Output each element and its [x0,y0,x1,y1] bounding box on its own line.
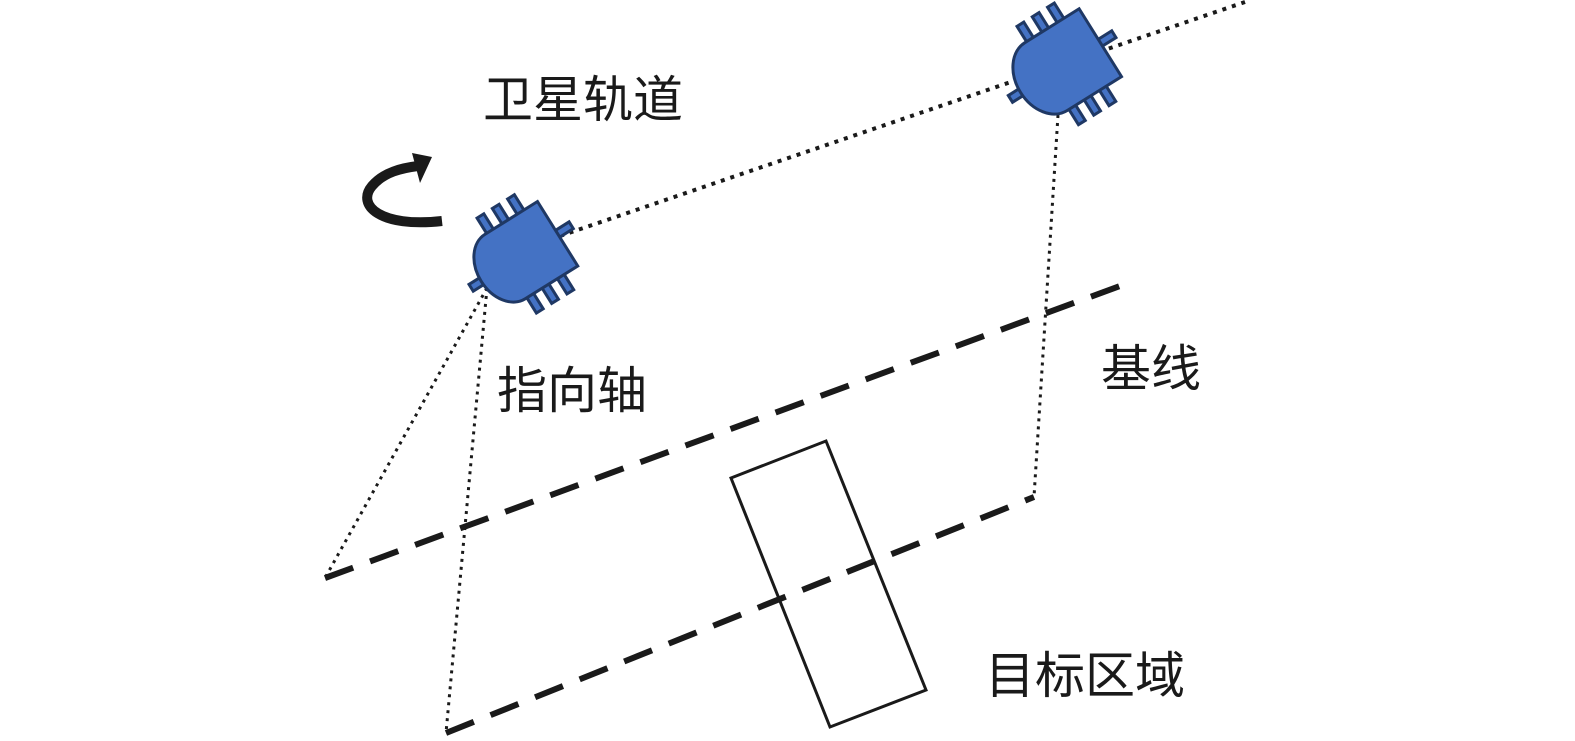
baseline-upper [323,283,1122,581]
rotation-arrow-icon [362,153,443,228]
orbit-label: 卫星轨道 [483,71,683,129]
baseline-label: 基线 [1101,340,1201,398]
target-area-label: 目标区域 [985,647,1185,705]
beam-a-right [444,287,489,734]
satellite-b-icon [1006,0,1124,127]
satellite-a-icon [466,192,580,316]
orbit-line [559,0,1246,238]
beam-b [1032,114,1060,498]
beam-a-left [323,287,489,579]
baseline-lower [444,494,1036,736]
pointing-axis-label: 指向轴 [497,362,647,420]
target-area-rect [729,439,928,729]
